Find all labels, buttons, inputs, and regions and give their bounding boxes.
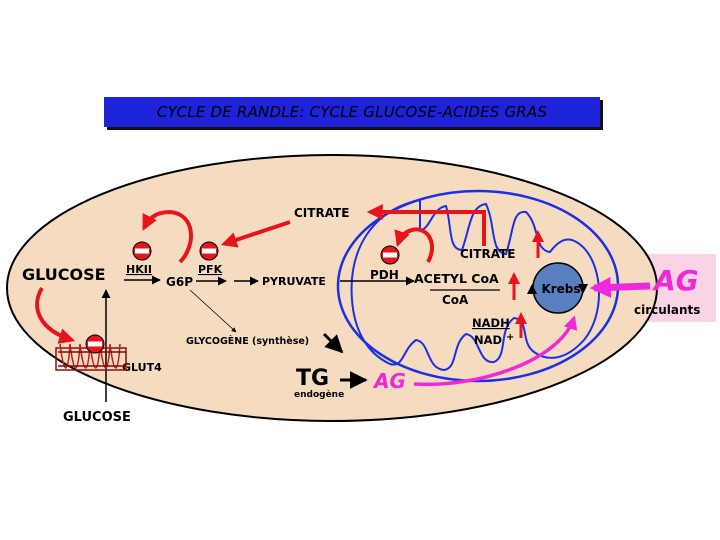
inhibit-pdh-icon [380, 245, 400, 265]
ag-circulants-box [648, 254, 716, 322]
g6p-label: G6P [166, 275, 193, 289]
g6p-feedback-curve [142, 209, 193, 264]
title-banner: CYCLE DE RANDLE: CYCLE GLUCOSE-ACIDES GR… [104, 97, 600, 127]
ag-internal-label: AG [372, 369, 406, 393]
citrate-export-arrow [366, 204, 486, 246]
glut4-label: GLUT4 [122, 361, 162, 374]
krebs-arrow-right-icon [578, 284, 588, 294]
glycogene-to-tg-arrow [322, 332, 344, 354]
ag-external-label: AG [652, 264, 699, 297]
glucose-inside-label: GLUCOSE [22, 265, 106, 284]
krebs-arrow-left-icon [527, 284, 537, 294]
coa-label: CoA [442, 293, 469, 307]
hkii-label: HKII [126, 263, 152, 276]
nad-plus-label: + [506, 332, 514, 343]
krebs-label: Krebs [541, 282, 580, 296]
g6p-to-glycogene-arrow [189, 289, 237, 333]
pyruvate-label: PYRUVATE [262, 275, 326, 288]
glucose-inhibit-glut4-curve [35, 286, 76, 344]
inhibit-pfk-icon [199, 241, 219, 261]
pfk-label: PFK [198, 263, 223, 276]
inhibit-hkii-icon [132, 241, 152, 261]
ag-to-krebs-curve [413, 315, 578, 387]
pdh-label: PDH [370, 268, 399, 282]
acetyl-coa-label: ACETYL CoA [414, 271, 499, 286]
glycogene-label: GLYCOGÈNE (synthèse) [186, 335, 309, 347]
endogene-label: endogène [294, 389, 344, 400]
ag-uptake-arrow [589, 276, 651, 298]
inhibit-glut4-icon [85, 334, 105, 354]
citrate-cyto-label: CITRATE [294, 206, 349, 220]
circulants-label: circulants [634, 303, 700, 317]
citrate-inhibits-pfk-arrow [220, 220, 291, 248]
page-title: CYCLE DE RANDLE: CYCLE GLUCOSE-ACIDES GR… [156, 103, 548, 121]
citrate-mito-label: CITRATE [460, 247, 515, 261]
mito-cristae [350, 198, 600, 372]
nadh-label: NADH [472, 316, 510, 330]
glucose-outside-label: GLUCOSE [63, 410, 131, 425]
increase-arrows [508, 230, 544, 338]
cell-membrane [6, 154, 658, 422]
nad-label: NAD [474, 333, 502, 347]
acetyl-feedback-curve [394, 227, 434, 263]
tg-label: TG [296, 366, 329, 391]
